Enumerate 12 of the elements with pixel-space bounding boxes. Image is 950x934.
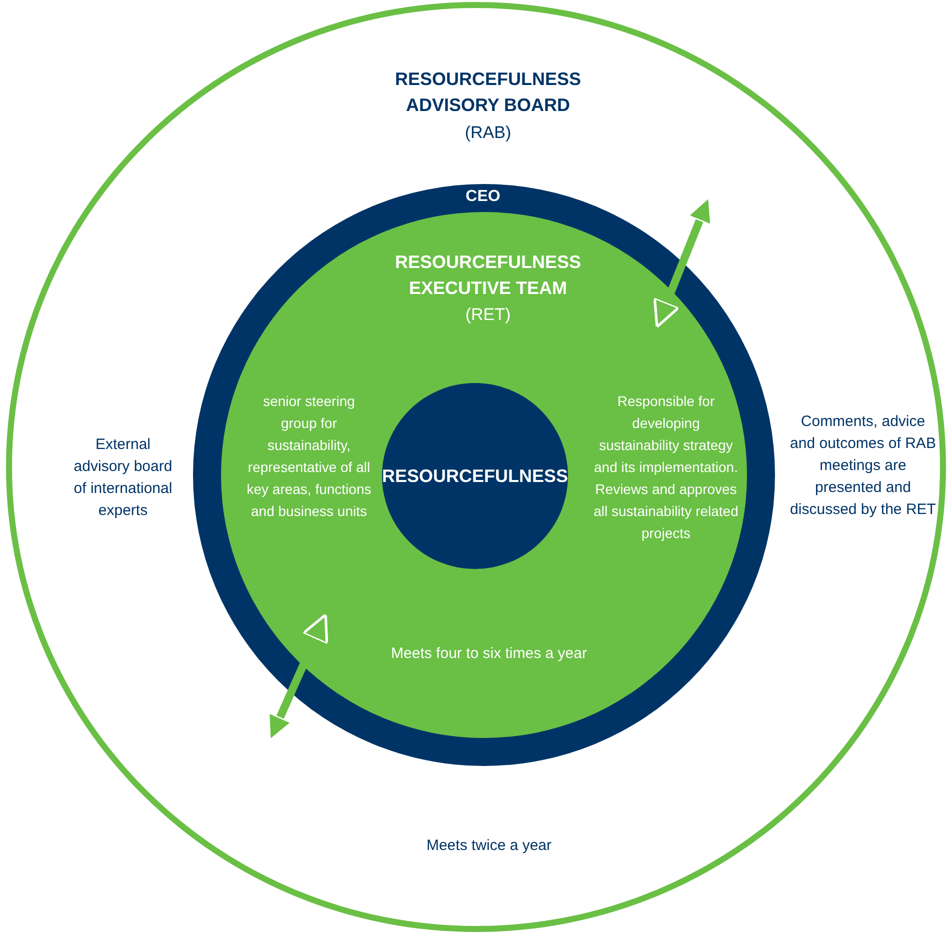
heading: RESOURCEFULNESS ADVISORY BOARD xyxy=(394,68,582,117)
heading: RESOURCEFULNESS EXECUTIVE TEAM xyxy=(394,251,582,300)
description-text: Comments, advice and outcomes of RAB meetings are presented and discussed by the RET xyxy=(789,412,937,520)
meeting-note: Meets four to six times a year xyxy=(390,644,588,664)
heading: CEO xyxy=(464,187,502,207)
description-text: senior steering group for sustainability, representative of all key areas, functions and business units xyxy=(246,392,372,521)
subheading: (RAB) xyxy=(464,122,512,144)
heading: RESOURCEFULNESS xyxy=(382,465,568,488)
description-text: External advisory board of international experts xyxy=(72,435,174,521)
meeting-note: Meets twice a year xyxy=(425,836,553,856)
description-text: Responsible for developing sustainability strategy and its implementation. Reviews and approves all sustainability related projects xyxy=(592,392,740,543)
subheading: (RET) xyxy=(464,304,512,326)
